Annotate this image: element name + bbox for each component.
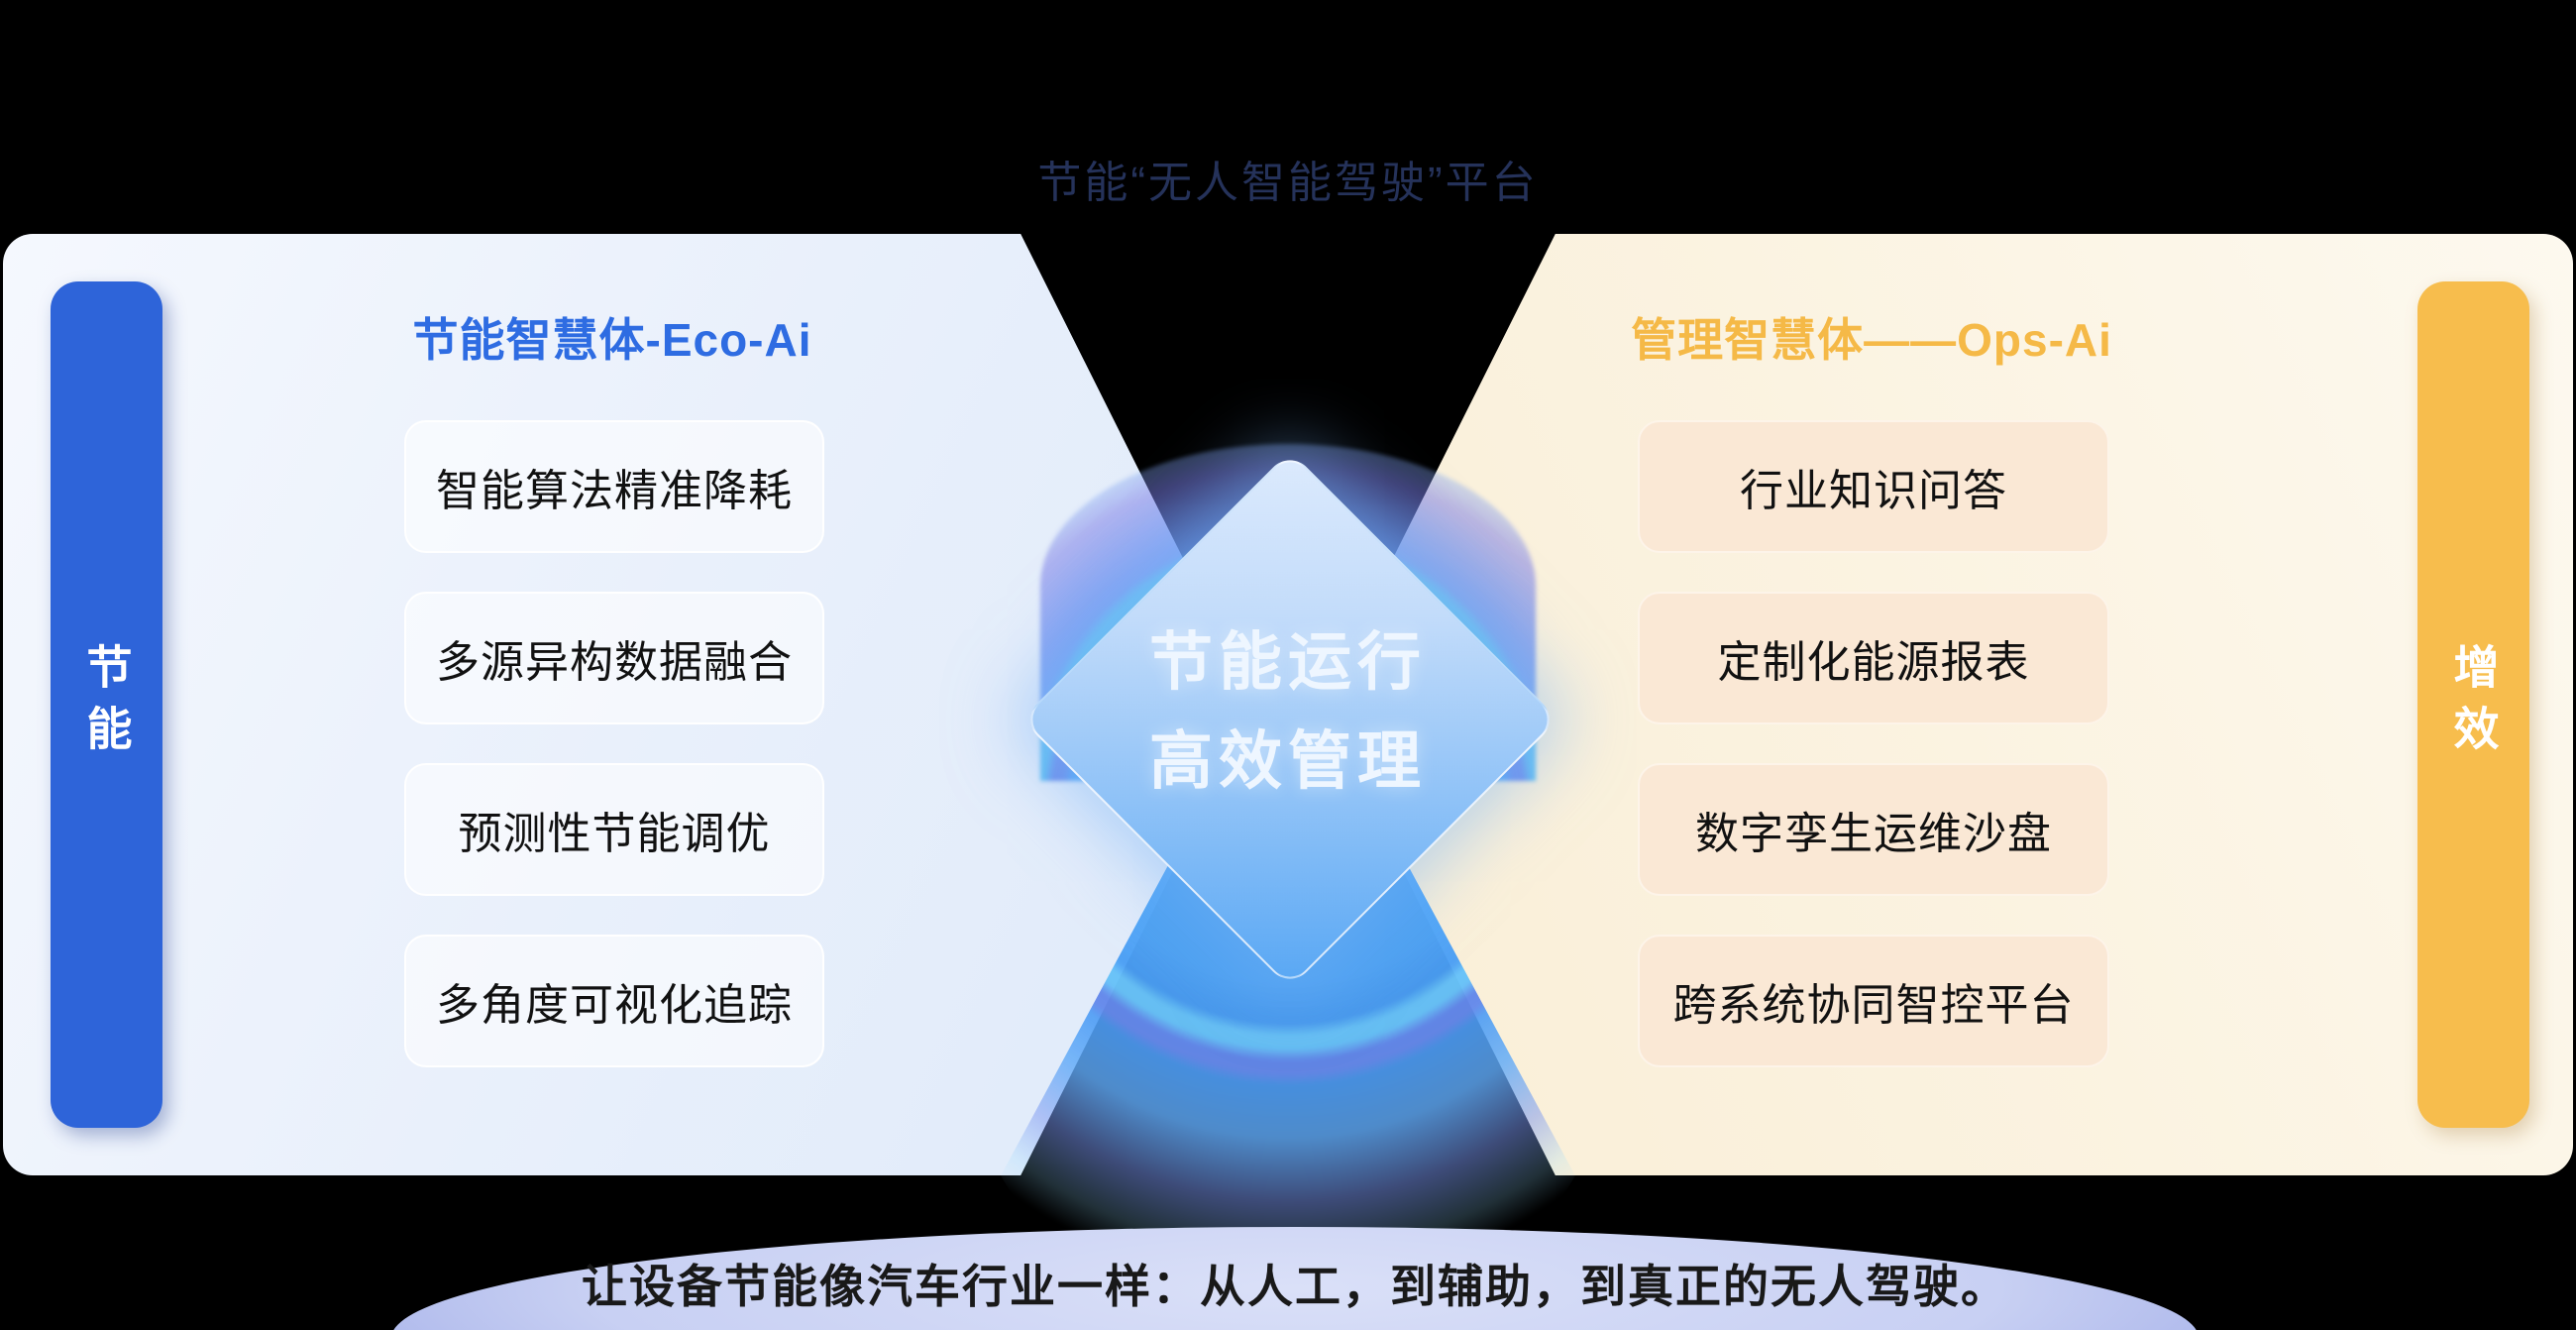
right-item-2-label: 定制化能源报表 [1717, 638, 2030, 687]
footer-text: 让设备节能像汽车行业一样：从人工，到辅助，到真正的无人驾驶。 [582, 1261, 2008, 1312]
right-item-1: 行业知识问答 [1638, 420, 2109, 553]
right-item-2: 定制化能源报表 [1638, 592, 2109, 724]
right-item-4-label: 跨系统协同智控平台 [1672, 981, 2075, 1030]
left-item-3: 预测性节能调优 [404, 763, 824, 896]
left-item-1: 智能算法精准降耗 [404, 420, 824, 553]
center-diamond-label: 节能运行 高效管理 [991, 612, 1585, 811]
diamond-line-1: 节能运行 [1149, 626, 1427, 698]
left-item-3-label: 预测性节能调优 [458, 810, 771, 858]
left-item-4-label: 多角度可视化追踪 [436, 981, 793, 1030]
diamond-line-2: 高效管理 [1149, 725, 1427, 797]
left-item-2-label: 多源异构数据融合 [436, 638, 793, 687]
left-item-2: 多源异构数据融合 [404, 592, 824, 724]
right-item-3: 数字孪生运维沙盘 [1638, 763, 2109, 896]
page-title: 节能“无人智能驾驶”平台 [1037, 159, 1539, 207]
left-side-label: 节能 [80, 643, 133, 766]
right-side-label: 增效 [2447, 643, 2500, 766]
right-item-1-label: 行业知识问答 [1740, 467, 2007, 515]
right-panel-title: 管理智慧体——Ops-Ai [1631, 314, 2112, 366]
left-item-1-label: 智能算法精准降耗 [436, 467, 793, 515]
footer-ellipse: 让设备节能像汽车行业一样：从人工，到辅助，到真正的无人驾驶。 [391, 1227, 2199, 1330]
left-side-bar: 节能 [51, 281, 162, 1128]
right-item-3-label: 数字孪生运维沙盘 [1695, 810, 2052, 858]
left-item-4: 多角度可视化追踪 [404, 935, 824, 1067]
right-item-4: 跨系统协同智控平台 [1638, 935, 2109, 1067]
left-panel-title: 节能智慧体-Eco-Ai [412, 314, 812, 366]
right-side-bar: 增效 [2417, 281, 2529, 1128]
